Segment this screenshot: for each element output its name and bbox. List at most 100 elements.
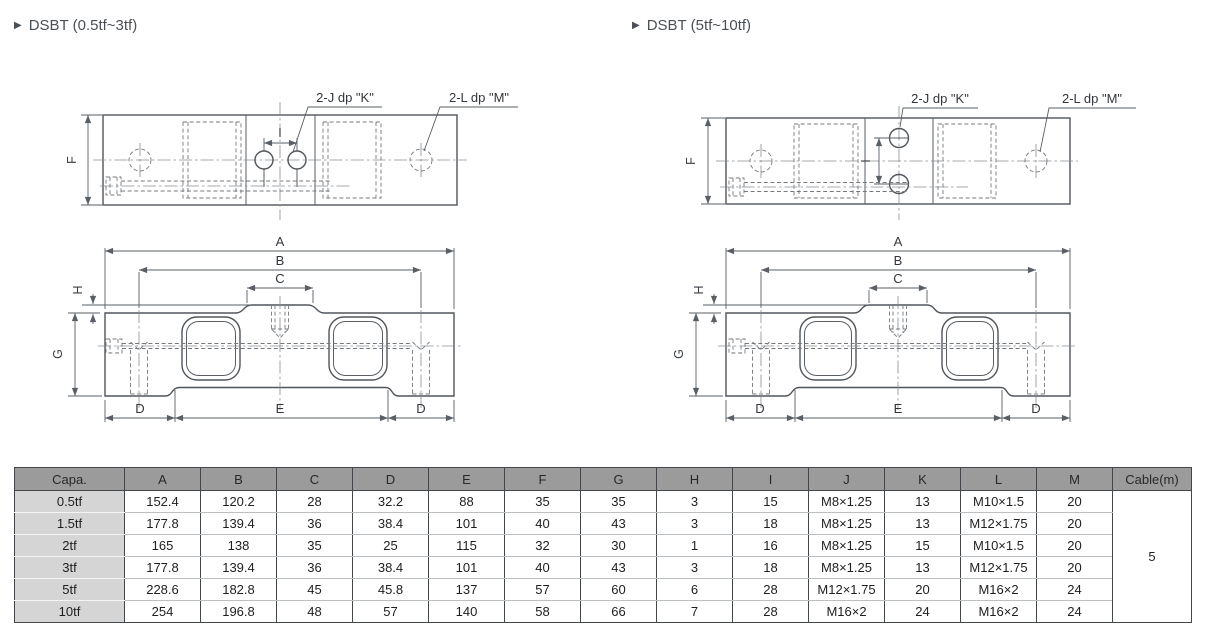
- dimension-table: Capa. A B C D E F G H I J K L M Cable(m)…: [14, 467, 1192, 623]
- panel-title-right: ▶ DSBT (5tf~10tf): [632, 17, 751, 34]
- value-cell: 3: [656, 490, 733, 513]
- dim-label-f: F: [684, 157, 698, 165]
- dim-label-a: A: [894, 234, 903, 249]
- panel-title-left: ▶ DSBT (0.5tf~3tf): [14, 17, 137, 34]
- value-cell: 20: [1036, 512, 1113, 535]
- value-cell: M10×1.5: [960, 534, 1037, 557]
- dim-label-f: F: [65, 156, 79, 164]
- hole-right-dashed: [409, 148, 433, 172]
- front-view-left: A B C H G D E D: [51, 234, 462, 422]
- header-g: G: [580, 467, 657, 491]
- value-cell: M8×1.25: [808, 490, 885, 513]
- value-cell: 35: [504, 490, 581, 513]
- value-cell: 40: [504, 556, 581, 579]
- value-cell: M12×1.75: [808, 578, 885, 601]
- header-b: B: [200, 467, 277, 491]
- table-row: 10tf 254 196.8 48 57 140 58 66 7 28 M16×…: [14, 600, 1192, 623]
- value-cell: 15: [884, 534, 961, 557]
- dim-label-h: H: [692, 285, 706, 294]
- dim-label-h: H: [71, 285, 85, 294]
- value-cell: 43: [580, 556, 657, 579]
- dim-label-i: I: [278, 126, 281, 140]
- table-row: 0.5tf 152.4 120.2 28 32.2 88 35 35 3 15 …: [14, 490, 1192, 623]
- hole-right-dashed: [1024, 149, 1048, 173]
- value-cell: 28: [732, 600, 809, 623]
- center-threaded-hole: [271, 305, 289, 339]
- value-cell: 18: [732, 556, 809, 579]
- value-cell: 139.4: [200, 556, 277, 579]
- value-cell: 35: [580, 490, 657, 513]
- header-k: K: [884, 467, 961, 491]
- table-row: 3tf 177.8 139.4 36 38.4 101 40 43 3 18 M…: [14, 556, 1192, 579]
- value-cell: M16×2: [960, 600, 1037, 623]
- value-cell: 228.6: [124, 578, 201, 601]
- value-cell: 36: [276, 512, 353, 535]
- value-cell: 38.4: [352, 556, 429, 579]
- header-c: C: [276, 467, 353, 491]
- table-header-row: Capa. A B C D E F G H I J K L M Cable(m): [14, 467, 1192, 491]
- note-hole-j: 2-J dp "K": [911, 91, 969, 106]
- value-cell: 196.8: [200, 600, 277, 623]
- dim-label-d1: D: [755, 401, 764, 416]
- value-cell: 45: [276, 578, 353, 601]
- value-cell: 57: [352, 600, 429, 623]
- dim-label-g: G: [51, 349, 65, 359]
- header-f: F: [504, 467, 581, 491]
- value-cell: 38.4: [352, 512, 429, 535]
- value-cell: 40: [504, 512, 581, 535]
- value-cell: 101: [428, 556, 505, 579]
- value-cell: 18: [732, 512, 809, 535]
- right-threaded-hole: [412, 310, 430, 408]
- bullet-icon: ▶: [632, 19, 640, 31]
- header-m: M: [1036, 467, 1113, 491]
- dim-label-b: B: [894, 253, 903, 268]
- value-cell: 88: [428, 490, 505, 513]
- dim-label-g: G: [672, 349, 686, 359]
- left-threaded-hole: [130, 310, 148, 408]
- header-l: L: [960, 467, 1037, 491]
- header-h: H: [656, 467, 733, 491]
- note-hole-l: 2-L dp "M": [449, 90, 509, 105]
- bullet-icon: ▶: [14, 19, 22, 31]
- value-cell: 48: [276, 600, 353, 623]
- capa-cell: 0.5tf: [14, 490, 125, 513]
- value-cell: 1: [656, 534, 733, 557]
- value-cell: 138: [200, 534, 277, 557]
- value-cell: 101: [428, 512, 505, 535]
- value-cell: 177.8: [124, 512, 201, 535]
- header-a: A: [124, 467, 201, 491]
- center-threaded-hole: [889, 305, 907, 339]
- value-cell: 13: [884, 556, 961, 579]
- dim-label-b: B: [276, 253, 285, 268]
- dim-label-c: C: [893, 271, 902, 286]
- value-cell: 35: [276, 534, 353, 557]
- value-cell: 254: [124, 600, 201, 623]
- capa-cell: 3tf: [14, 556, 125, 579]
- capa-cell: 2tf: [14, 534, 125, 557]
- technical-drawing-left: I F 2-J dp "K" 2-L dp "M": [51, 90, 518, 422]
- value-cell: M8×1.25: [808, 556, 885, 579]
- value-cell: 140: [428, 600, 505, 623]
- header-capa: Capa.: [14, 467, 125, 491]
- header-cable: Cable(m): [1112, 467, 1192, 491]
- top-view-right: I F 2-J dp "K" 2-L dp "M": [684, 91, 1136, 220]
- value-cell: M12×1.75: [960, 556, 1037, 579]
- value-cell: 45.8: [352, 578, 429, 601]
- value-cell: 66: [580, 600, 657, 623]
- value-cell: M8×1.25: [808, 534, 885, 557]
- value-cell: 16: [732, 534, 809, 557]
- note-hole-l: 2-L dp "M": [1062, 91, 1122, 106]
- left-threaded-hole: [752, 310, 770, 408]
- front-view-right: A B C H G D E D: [672, 234, 1078, 422]
- top-view-left: I F 2-J dp "K" 2-L dp "M": [65, 90, 518, 220]
- value-cell: 60: [580, 578, 657, 601]
- value-cell: 20: [1036, 534, 1113, 557]
- header-i: I: [732, 467, 809, 491]
- dim-label-a: A: [276, 234, 285, 249]
- value-cell: 20: [884, 578, 961, 601]
- value-cell: 32: [504, 534, 581, 557]
- value-cell: 24: [1036, 578, 1113, 601]
- header-j: J: [808, 467, 885, 491]
- technical-drawing-right: I F 2-J dp "K" 2-L dp "M": [672, 91, 1136, 422]
